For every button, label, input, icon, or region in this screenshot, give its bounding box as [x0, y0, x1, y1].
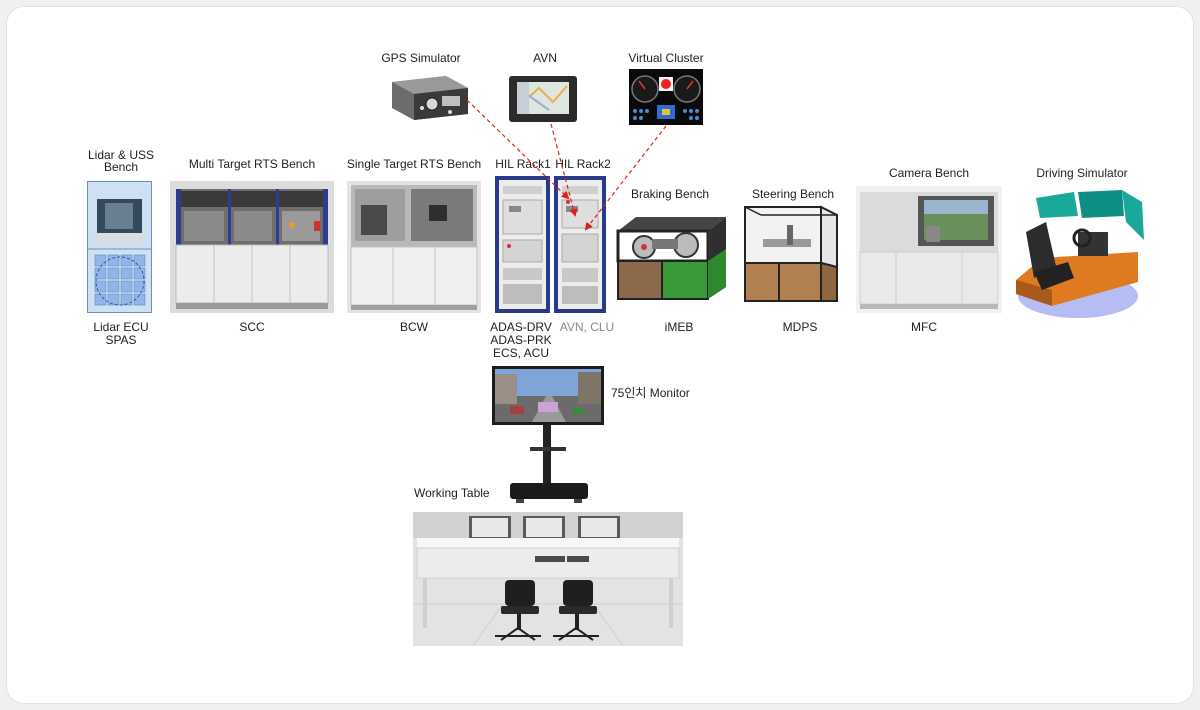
lidar-uss-title-line1: Lidar & USS	[87, 148, 155, 162]
steering-bench-title: Steering Bench	[751, 187, 835, 201]
adas-drv-caption: ADAS-DRV	[490, 320, 552, 334]
virtual-cluster-label: Virtual Cluster	[628, 51, 704, 65]
lidar-uss-bench-image	[87, 181, 152, 313]
gps-simulator-image	[388, 74, 472, 122]
spas-caption: SPAS	[105, 333, 137, 347]
hil-rack2-title: HIL Rack2	[555, 157, 611, 171]
bcw-caption: BCW	[400, 320, 428, 334]
driving-simulator-title: Driving Simulator	[1036, 166, 1128, 180]
single-target-title: Single Target RTS Bench	[346, 157, 482, 171]
scc-caption: SCC	[239, 320, 265, 334]
hil-rack2-image	[554, 176, 606, 313]
monitor-label: 75인치 Monitor	[611, 386, 690, 400]
virtual-cluster-image	[629, 69, 703, 125]
gps-simulator-label: GPS Simulator	[381, 51, 461, 65]
ecs-acu-caption: ECS, ACU	[492, 346, 549, 360]
camera-bench-image	[856, 186, 1002, 313]
steering-bench-image	[743, 205, 840, 307]
monitor-image	[492, 366, 604, 425]
multi-target-bench-image	[170, 181, 334, 313]
working-table-image	[413, 512, 683, 646]
avn-image	[509, 76, 577, 122]
avn-clu-caption: AVN, CLU	[559, 320, 615, 334]
lidar-ecu-caption: Lidar ECU	[93, 320, 149, 334]
braking-bench-image	[616, 209, 728, 307]
mdps-caption: MDPS	[782, 320, 818, 334]
mfc-caption: MFC	[911, 320, 937, 334]
single-target-bench-image	[347, 181, 481, 313]
lidar-uss-title-line2: Bench	[103, 160, 139, 174]
adas-prk-caption: ADAS-PRK	[490, 333, 552, 347]
imeb-caption: iMEB	[664, 320, 694, 334]
working-table-title: Working Table	[414, 486, 490, 500]
camera-bench-title: Camera Bench	[888, 166, 970, 180]
monitor-stand	[510, 425, 588, 505]
hil-rack1-title: HIL Rack1	[495, 157, 551, 171]
avn-label: AVN	[533, 51, 557, 65]
driving-simulator-image	[1012, 182, 1146, 322]
braking-bench-title: Braking Bench	[630, 187, 710, 201]
multi-target-title: Multi Target RTS Bench	[188, 157, 316, 171]
hil-rack1-image	[495, 176, 550, 313]
